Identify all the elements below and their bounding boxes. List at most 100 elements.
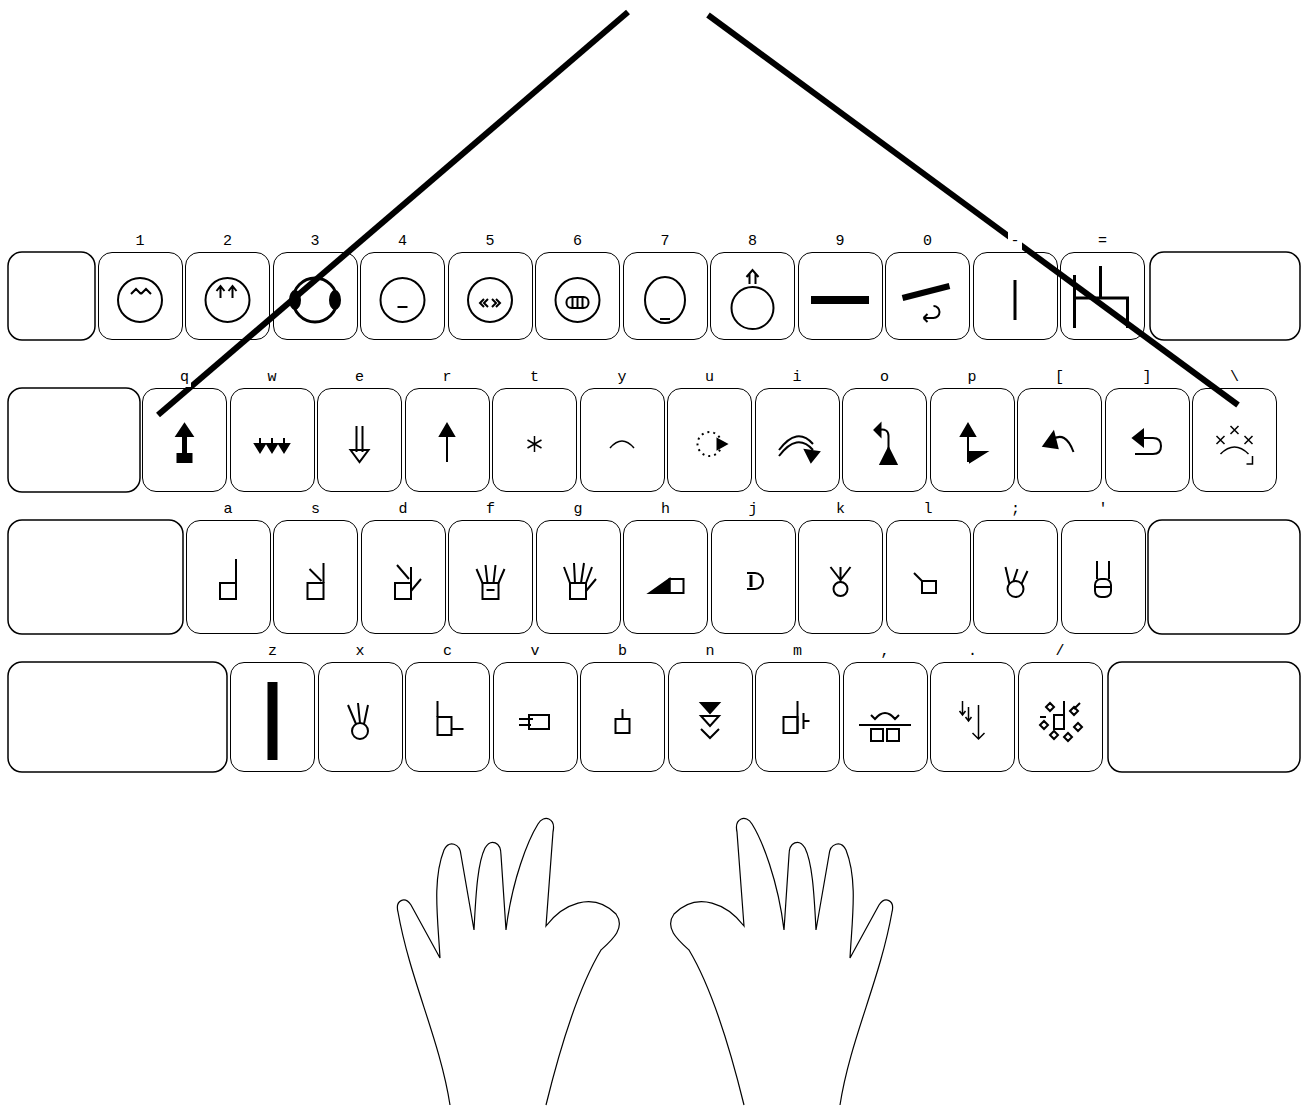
key-label: d xyxy=(396,500,409,519)
glyph-part xyxy=(645,277,685,323)
key-label-row: / xyxy=(1019,641,1102,660)
key-label-row: \ xyxy=(1193,367,1276,386)
sign-glyph xyxy=(255,438,289,452)
key-label-row: k xyxy=(799,499,882,518)
key-label: 8 xyxy=(746,232,759,251)
sign-glyph xyxy=(290,278,340,322)
sign-glyph xyxy=(701,703,719,738)
sign-glyph xyxy=(220,559,236,599)
glyph-part xyxy=(131,289,151,294)
sign-glyph xyxy=(440,424,454,462)
glyph-part xyxy=(970,452,986,462)
sign-glyph xyxy=(206,278,250,322)
glyph-part xyxy=(616,719,630,733)
keyboard-key: 3 xyxy=(273,252,358,340)
sign-glyph xyxy=(961,424,986,462)
keyboard-key: 8 xyxy=(710,252,795,340)
glyph-part xyxy=(178,454,192,462)
sign-glyph xyxy=(1217,426,1253,464)
key-label: ; xyxy=(1009,500,1022,519)
keyboard-key: 1 xyxy=(98,252,183,340)
keyboard-key: . xyxy=(930,662,1015,772)
sign-glyph xyxy=(645,277,685,323)
keyboard-key: w xyxy=(230,388,315,492)
glyph-part xyxy=(267,444,277,452)
key-label: 7 xyxy=(658,232,671,251)
key-label-row: f xyxy=(449,499,532,518)
key-label: / xyxy=(1053,642,1066,661)
blank-key xyxy=(8,252,95,340)
key-label-row: a xyxy=(187,499,270,518)
keyboard-key: ] xyxy=(1105,388,1190,492)
key-label-row: n xyxy=(669,641,752,660)
keyboard-key: 5 xyxy=(448,252,533,340)
sign-glyph xyxy=(698,432,727,456)
key-label: ] xyxy=(1140,368,1153,387)
key-label: h xyxy=(659,500,672,519)
sign-glyph xyxy=(616,709,630,733)
key-label: k xyxy=(834,500,847,519)
glyph-part xyxy=(922,581,936,593)
glyph-part xyxy=(701,729,719,738)
key-label: l xyxy=(921,500,934,519)
keyboard-key: z xyxy=(230,662,315,772)
sign-glyph xyxy=(381,278,425,322)
glyph-part xyxy=(570,583,586,599)
key-label-row: r xyxy=(406,367,489,386)
glyph-part xyxy=(330,291,340,309)
key-label-row: u xyxy=(668,367,751,386)
glyph-part xyxy=(279,444,289,452)
glyph-part xyxy=(1044,432,1058,448)
key-label-row: 0 xyxy=(886,231,969,250)
sign-glyph xyxy=(468,278,512,322)
sign-glyph xyxy=(528,436,542,452)
keyboard-key: e xyxy=(317,388,402,492)
hands xyxy=(397,818,892,1105)
glyph-part xyxy=(881,448,897,464)
sign-glyph xyxy=(519,715,549,729)
sign-glyph xyxy=(875,424,897,464)
keyboard-key: i xyxy=(755,388,840,492)
right-hand-outline xyxy=(671,818,893,1105)
glyph-part xyxy=(1006,567,1028,584)
key-label: z xyxy=(266,642,279,661)
glyph-part xyxy=(348,703,368,724)
keyboard-key: 0 xyxy=(885,252,970,340)
glyph-part xyxy=(747,573,763,589)
keyboard-key: h xyxy=(623,520,708,634)
key-label-row: x xyxy=(319,641,402,660)
key-label: . xyxy=(966,642,979,661)
key-label: , xyxy=(878,642,891,661)
keyboard-key: = xyxy=(1060,252,1145,340)
keyboard-key: u xyxy=(667,388,752,492)
glyph-part xyxy=(573,297,583,308)
glyph-part xyxy=(310,563,324,583)
glyph-part xyxy=(397,565,421,591)
glyph-part xyxy=(519,719,533,725)
glyph-part xyxy=(438,701,464,729)
blank-key xyxy=(8,520,183,634)
glyph-part xyxy=(438,717,452,735)
glyph-part xyxy=(351,426,369,462)
sign-glyph xyxy=(308,563,324,599)
key-label-row: v xyxy=(494,641,577,660)
glyph-part xyxy=(732,287,774,329)
keyboard-key: t xyxy=(492,388,577,492)
keyboard-key: o xyxy=(842,388,927,492)
sign-glyph xyxy=(438,701,464,735)
glyph-part xyxy=(701,716,719,726)
keyboard-key: s xyxy=(273,520,358,634)
sign-glyph xyxy=(1095,561,1111,597)
keyboard-key: p xyxy=(930,388,1015,492)
glyph-part xyxy=(206,278,250,322)
glyph-part xyxy=(381,278,425,322)
glyph-part xyxy=(831,567,851,582)
glyph-part xyxy=(914,573,922,581)
glyph-part xyxy=(750,575,753,587)
key-label: f xyxy=(484,500,497,519)
glyph-part xyxy=(528,436,542,452)
key-label-row: y xyxy=(581,367,664,386)
keyboard-key: d xyxy=(361,520,446,634)
key-label-row: 6 xyxy=(536,231,619,250)
